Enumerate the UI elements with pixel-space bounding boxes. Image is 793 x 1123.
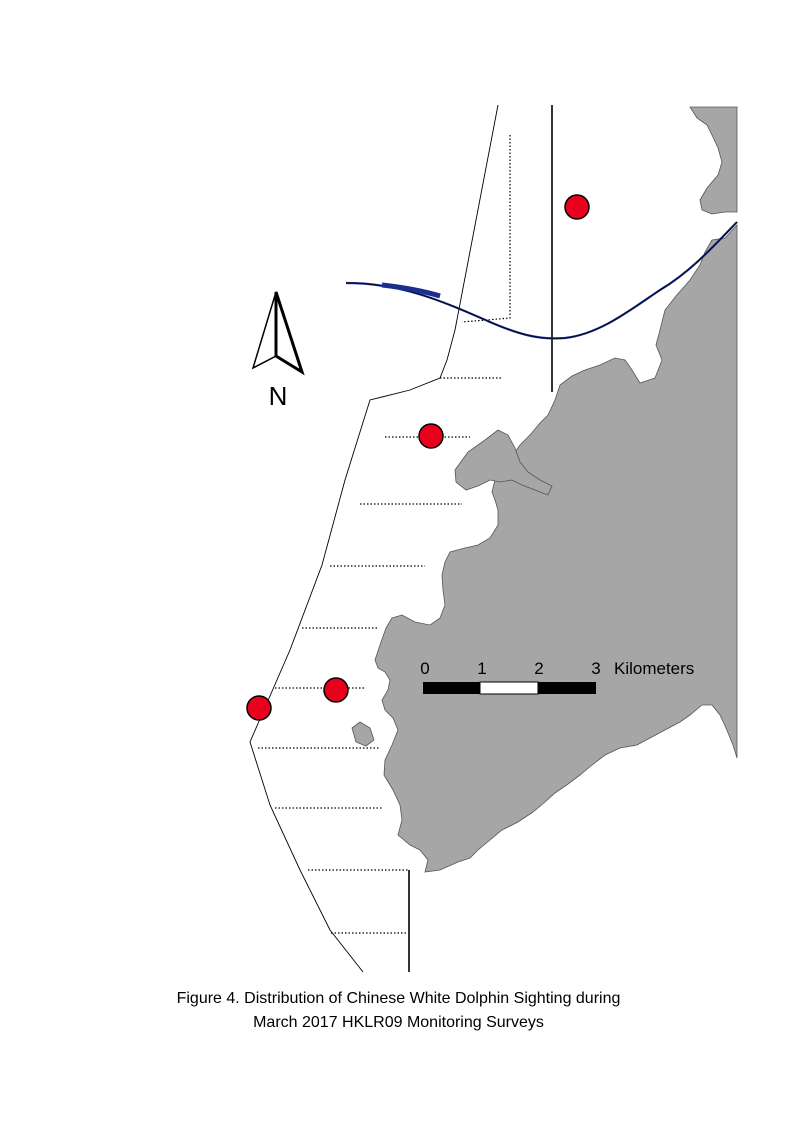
sighting-marker	[418, 423, 444, 449]
north-arrow-right-half	[274, 291, 305, 376]
scale-bar-segment-0-1	[423, 682, 480, 694]
scale-tick-3: 3	[591, 659, 600, 678]
figure-caption-line1: Figure 4. Distribution of Chinese White …	[176, 990, 621, 1007]
sighting-marker	[246, 695, 272, 721]
sighting-marker	[564, 194, 590, 220]
sighting-markers	[246, 194, 590, 721]
bridge-alignment-outline	[345, 221, 738, 339]
land-island-south	[351, 721, 375, 747]
scale-bar-segment-2-3	[538, 682, 596, 694]
scale-tick-1: 1	[477, 659, 486, 678]
figure-caption-line2: March 2017 HKLR09 Monitoring Surveys	[253, 1014, 544, 1031]
survey-area-boundary	[249, 104, 499, 973]
north-arrow: N	[251, 291, 305, 411]
scale-tick-0: 0	[420, 659, 429, 678]
scale-unit: Kilometers	[614, 659, 694, 678]
scale-bar: 0 1 2 3 Kilometers	[420, 659, 694, 695]
north-arrow-label: N	[269, 381, 288, 411]
transect-lines	[258, 377, 503, 934]
bridge-thick-segment	[381, 282, 441, 299]
north-arrow-left-half	[251, 291, 277, 370]
sighting-marker	[323, 677, 349, 703]
scale-bar-segment-1-2	[479, 681, 539, 695]
land-north-headland	[689, 106, 738, 215]
land-lantau	[374, 223, 738, 873]
land-island-north	[454, 429, 553, 496]
scale-tick-2: 2	[534, 659, 543, 678]
transect-dotted-vertical	[461, 135, 511, 323]
